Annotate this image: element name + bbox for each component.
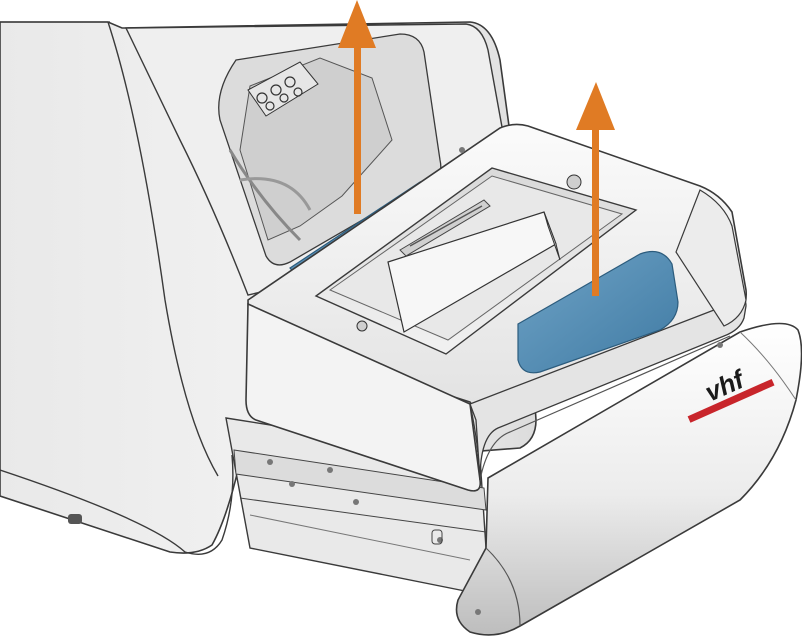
lift-arrow-left [338, 0, 376, 214]
spindle-connector-panel [247, 61, 319, 117]
vhf-logo: vhf [687, 363, 775, 423]
removable-tray [245, 123, 747, 492]
grip-highlight-right [517, 251, 679, 374]
foot [68, 514, 82, 524]
lift-arrow-right [576, 82, 615, 296]
logo-underline [687, 378, 775, 423]
front-drum-panel: vhf [455, 322, 802, 636]
